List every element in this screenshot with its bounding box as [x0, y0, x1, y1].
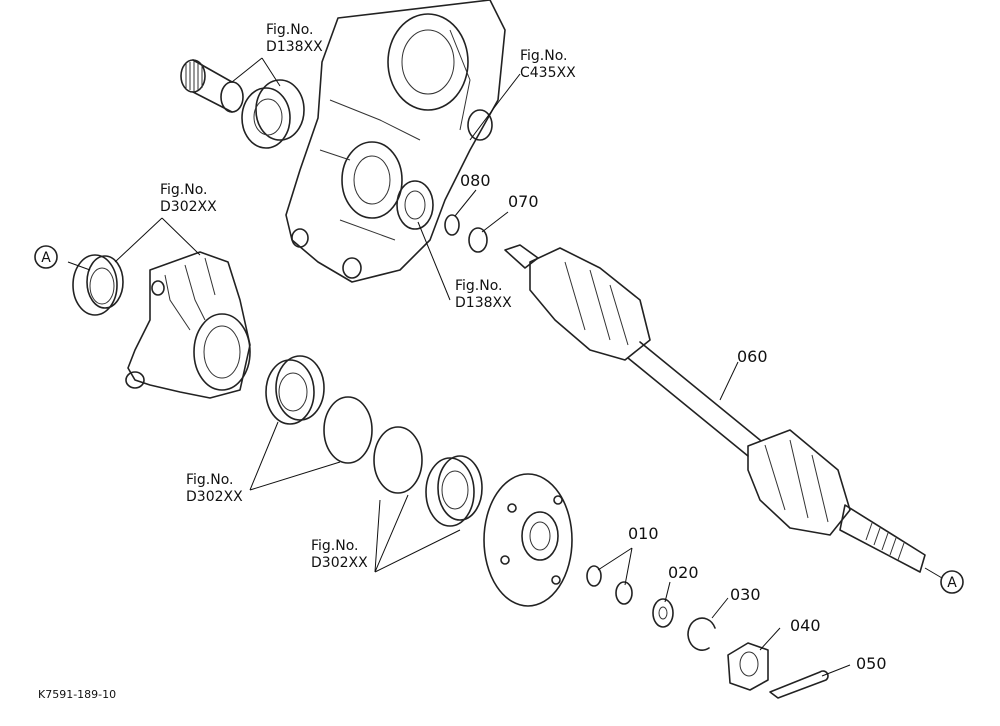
- o-ring-010-a: [586, 565, 602, 587]
- fig-ref-d138-mid-line2[interactable]: D138XX: [455, 295, 512, 311]
- lock-washer-030: [687, 617, 716, 651]
- connection-marker-a-left: A: [34, 245, 58, 269]
- o-ring-070: [468, 227, 488, 253]
- fig-ref-d302-upper-line2[interactable]: D302XX: [160, 199, 217, 215]
- fig-ref-d302-lower-line1[interactable]: Fig.No.: [311, 538, 359, 554]
- fig-ref-d138-top-line2[interactable]: D138XX: [266, 39, 323, 55]
- fig-ref-d138-top-line1[interactable]: Fig.No.: [266, 22, 314, 38]
- snap-ring-1: [323, 396, 373, 464]
- oil-seal: [425, 455, 483, 527]
- leader-lines: [67, 57, 943, 677]
- cotter-pin-050: [769, 670, 829, 699]
- snap-ring-2: [373, 426, 423, 494]
- castle-nut-040: [727, 642, 769, 691]
- part-number-070[interactable]: 070: [508, 192, 539, 211]
- part-number-010[interactable]: 010: [628, 524, 659, 543]
- hub-flange: [483, 473, 573, 607]
- fig-ref-d302-upper-line1[interactable]: Fig.No.: [160, 182, 208, 198]
- axle-bracket: [125, 251, 251, 399]
- splined-sleeve: [180, 59, 244, 113]
- drawing-code: K7591-189-10: [38, 688, 116, 701]
- drive-shaft: [504, 244, 926, 573]
- seal-ring-left: [72, 254, 124, 316]
- fig-ref-d302-bearing-line2[interactable]: D302XX: [186, 489, 243, 505]
- svg-text:A: A: [947, 575, 957, 591]
- part-number-020[interactable]: 020: [668, 563, 699, 582]
- svg-text:A: A: [41, 250, 51, 266]
- part-number-060[interactable]: 060: [737, 347, 768, 366]
- upper-bearing: [241, 79, 305, 149]
- washer-020: [652, 598, 674, 628]
- part-number-040[interactable]: 040: [790, 616, 821, 635]
- part-number-030[interactable]: 030: [730, 585, 761, 604]
- gear-case-housing: [285, 0, 506, 283]
- connection-marker-a-right: A: [940, 570, 964, 594]
- part-number-080[interactable]: 080: [460, 171, 491, 190]
- fig-ref-c435-line1[interactable]: Fig.No.: [520, 48, 568, 64]
- fig-ref-d138-mid-line1[interactable]: Fig.No.: [455, 278, 503, 294]
- bearing-lower: [265, 359, 315, 425]
- o-ring-010-b: [615, 581, 633, 605]
- fig-ref-d302-lower-line2[interactable]: D302XX: [311, 555, 368, 571]
- fig-ref-d302-bearing-line1[interactable]: Fig.No.: [186, 472, 234, 488]
- o-ring-080: [444, 214, 460, 236]
- part-number-050[interactable]: 050: [856, 654, 887, 673]
- fig-ref-c435-line2[interactable]: C435XX: [520, 65, 576, 81]
